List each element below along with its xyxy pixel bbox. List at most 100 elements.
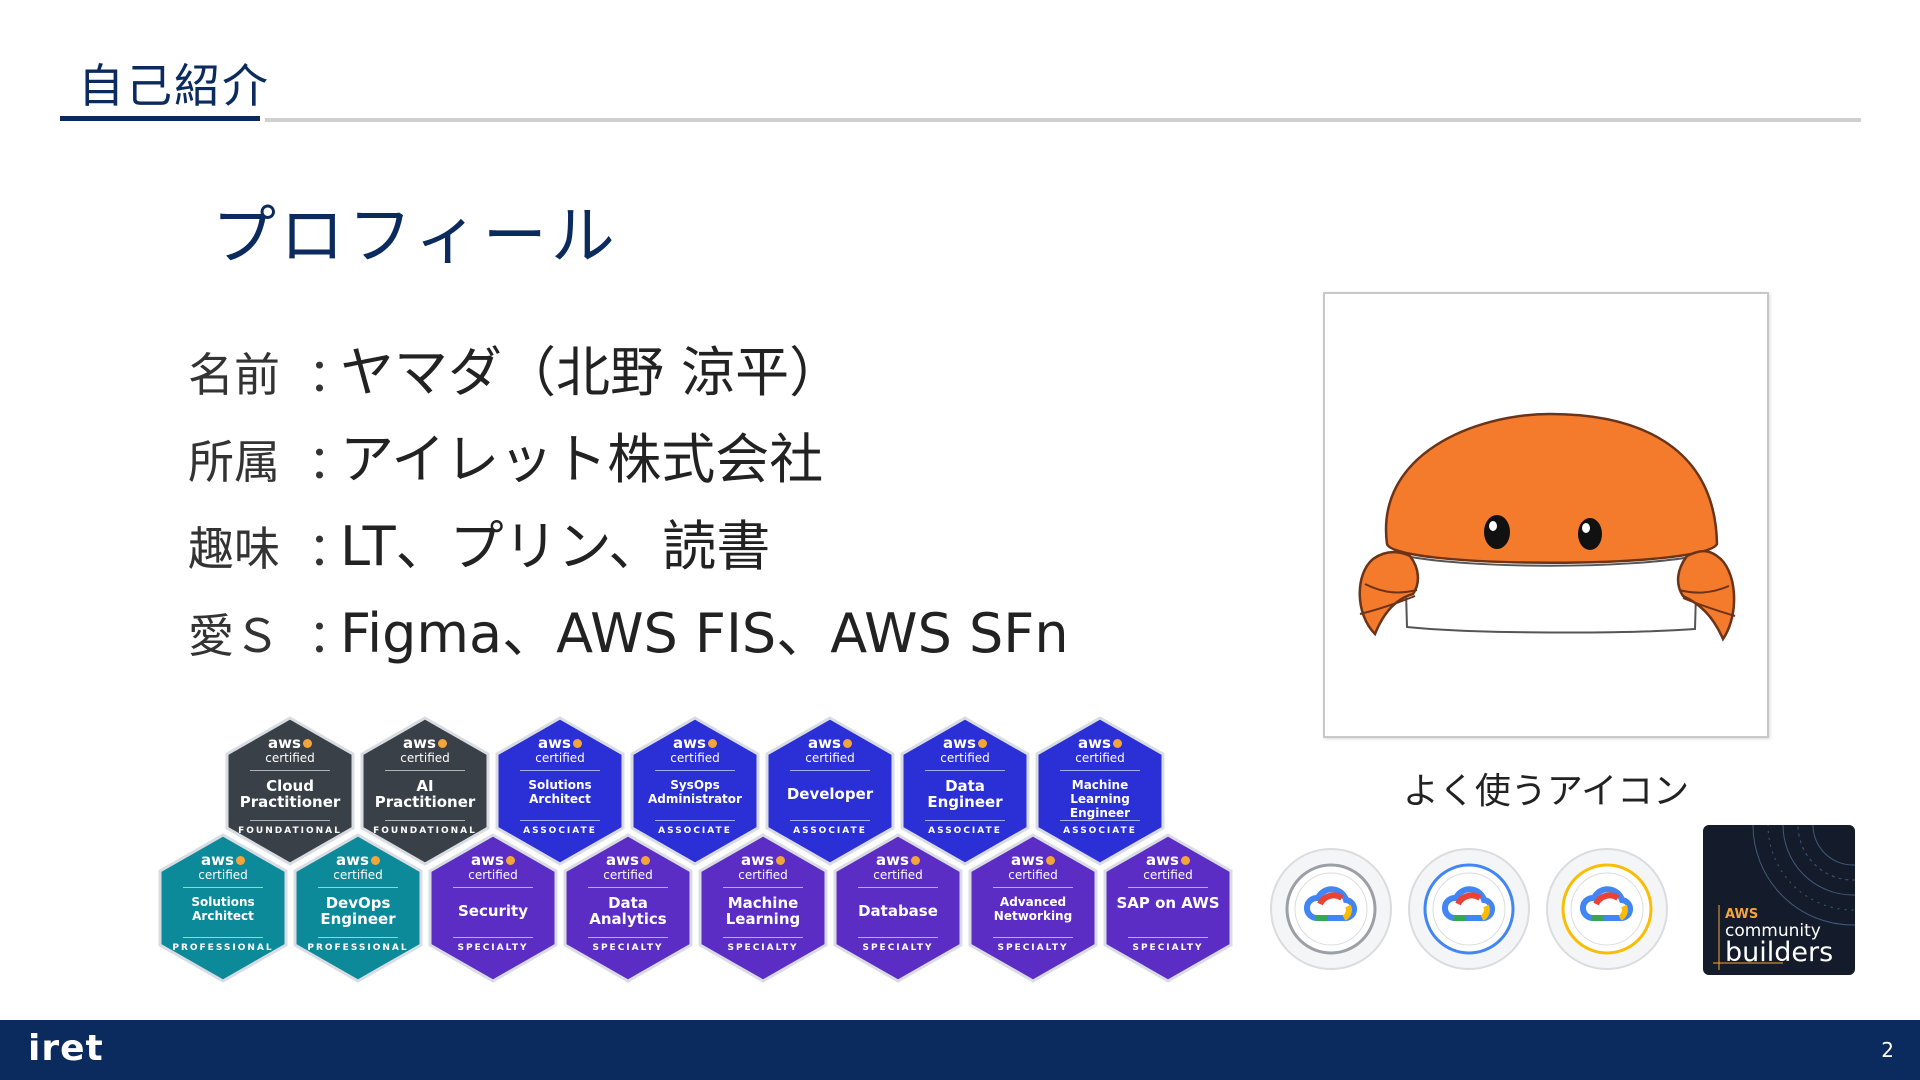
badge-level: SPECIALTY [997, 943, 1069, 953]
check-icon [707, 739, 717, 748]
avatar-frame [1323, 292, 1769, 738]
badge-divider [1128, 887, 1208, 888]
badge-level: SPECIALTY [727, 943, 799, 953]
certified-label: certified [1143, 868, 1193, 882]
aws-brand: aws [968, 853, 1098, 868]
badge-level: SPECIALTY [1132, 943, 1204, 953]
aws-brand-text: aws [201, 851, 234, 869]
badge-name: SAP on AWS [1116, 894, 1220, 912]
badge-divider [655, 770, 735, 771]
profile-value: ヤマダ（北野 涼平） [340, 341, 844, 404]
check-icon [1180, 856, 1190, 865]
badge-name: Advanced Networking [993, 895, 1073, 923]
badge-divider [183, 887, 263, 888]
aws-brand: aws [1103, 853, 1233, 868]
footer-bar: iret 2 [0, 1020, 1920, 1080]
section-heading: プロフィール [212, 200, 619, 274]
builders-builders-label: builders [1725, 937, 1834, 968]
title-underline [60, 116, 260, 121]
certified-label: certified [198, 868, 248, 882]
badge-divider [318, 887, 398, 888]
profile-row-affiliation: 所属 ： アイレット株式会社 [188, 415, 1069, 502]
google-cloud-icon [1408, 848, 1530, 970]
certified-label: certified [535, 751, 585, 765]
badge-name: Data Engineer [927, 777, 1003, 811]
title-divider [265, 118, 1861, 122]
hexagon-icon [360, 716, 490, 866]
badge-level: ASSOCIATE [793, 826, 867, 836]
builders-community-label: community [1725, 921, 1821, 941]
check-icon [1112, 739, 1122, 748]
badge-divider [250, 820, 330, 821]
certified-label: certified [738, 868, 788, 882]
profile-row-hobby: 趣味 ： LT、プリン、読書 [188, 502, 1069, 589]
badge-divider [858, 887, 938, 888]
certified-label: certified [265, 751, 315, 765]
badge-level: PROFESSIONAL [307, 943, 409, 953]
badge-level: PROFESSIONAL [172, 943, 274, 953]
badge-divider [520, 770, 600, 771]
aws-brand-text: aws [1011, 851, 1044, 869]
badge-divider [318, 937, 398, 938]
hexagon-icon [1103, 833, 1233, 983]
hexagon-icon [698, 833, 828, 983]
badge-level: ASSOCIATE [928, 826, 1002, 836]
badge-divider [723, 887, 803, 888]
hexagon-icon [765, 716, 895, 866]
aws-brand-text: aws [336, 851, 369, 869]
badge-name: Cloud Practitioner [239, 777, 341, 811]
badge-name: DevOps Engineer [320, 894, 396, 928]
hexagon-icon [563, 833, 693, 983]
badge-divider [993, 887, 1073, 888]
profile-separator: ： [308, 522, 354, 576]
page-number: 2 [1881, 1038, 1894, 1062]
hexagon-icon [495, 716, 625, 866]
badge-divider [1128, 937, 1208, 938]
badge-divider [790, 770, 870, 771]
badge-divider [1060, 770, 1140, 771]
check-icon [775, 856, 785, 865]
profile-row-favorite-services: 愛Ｓ ： Figma、AWS FIS、AWS SFn [188, 589, 1069, 676]
check-icon [640, 856, 650, 865]
badge-name: Security [457, 902, 529, 920]
badge-level: SPECIALTY [592, 943, 664, 953]
badge-divider [588, 937, 668, 938]
certified-label: certified [1075, 751, 1125, 765]
badge-level: ASSOCIATE [1063, 826, 1137, 836]
aws-brand: aws [563, 853, 693, 868]
aws-brand: aws [225, 736, 355, 751]
profile-label: 愛Ｓ [188, 609, 280, 663]
aws-brand: aws [158, 853, 288, 868]
hexagon-icon [833, 833, 963, 983]
google-cloud-architect-badge [1544, 846, 1670, 972]
aws-brand-text: aws [471, 851, 504, 869]
check-icon [977, 739, 987, 748]
certified-label: certified [670, 751, 720, 765]
aws-brand-text: aws [1078, 734, 1111, 752]
aws-brand-text: aws [876, 851, 909, 869]
badge-name: Machine Learning Engineer [1069, 778, 1131, 820]
hexagon-icon [158, 833, 288, 983]
badge-divider [183, 937, 263, 938]
profile-value: LT、プリン、読書 [340, 515, 771, 578]
aws-brand-text: aws [741, 851, 774, 869]
hexagon-icon [428, 833, 558, 983]
badge-divider [858, 937, 938, 938]
badge-name: Developer [786, 785, 874, 803]
badge-divider [925, 770, 1005, 771]
aws-brand: aws [833, 853, 963, 868]
profile-separator: ： [308, 348, 354, 402]
certified-label: certified [603, 868, 653, 882]
badge-level: SPECIALTY [457, 943, 529, 953]
certified-label: certified [873, 868, 923, 882]
